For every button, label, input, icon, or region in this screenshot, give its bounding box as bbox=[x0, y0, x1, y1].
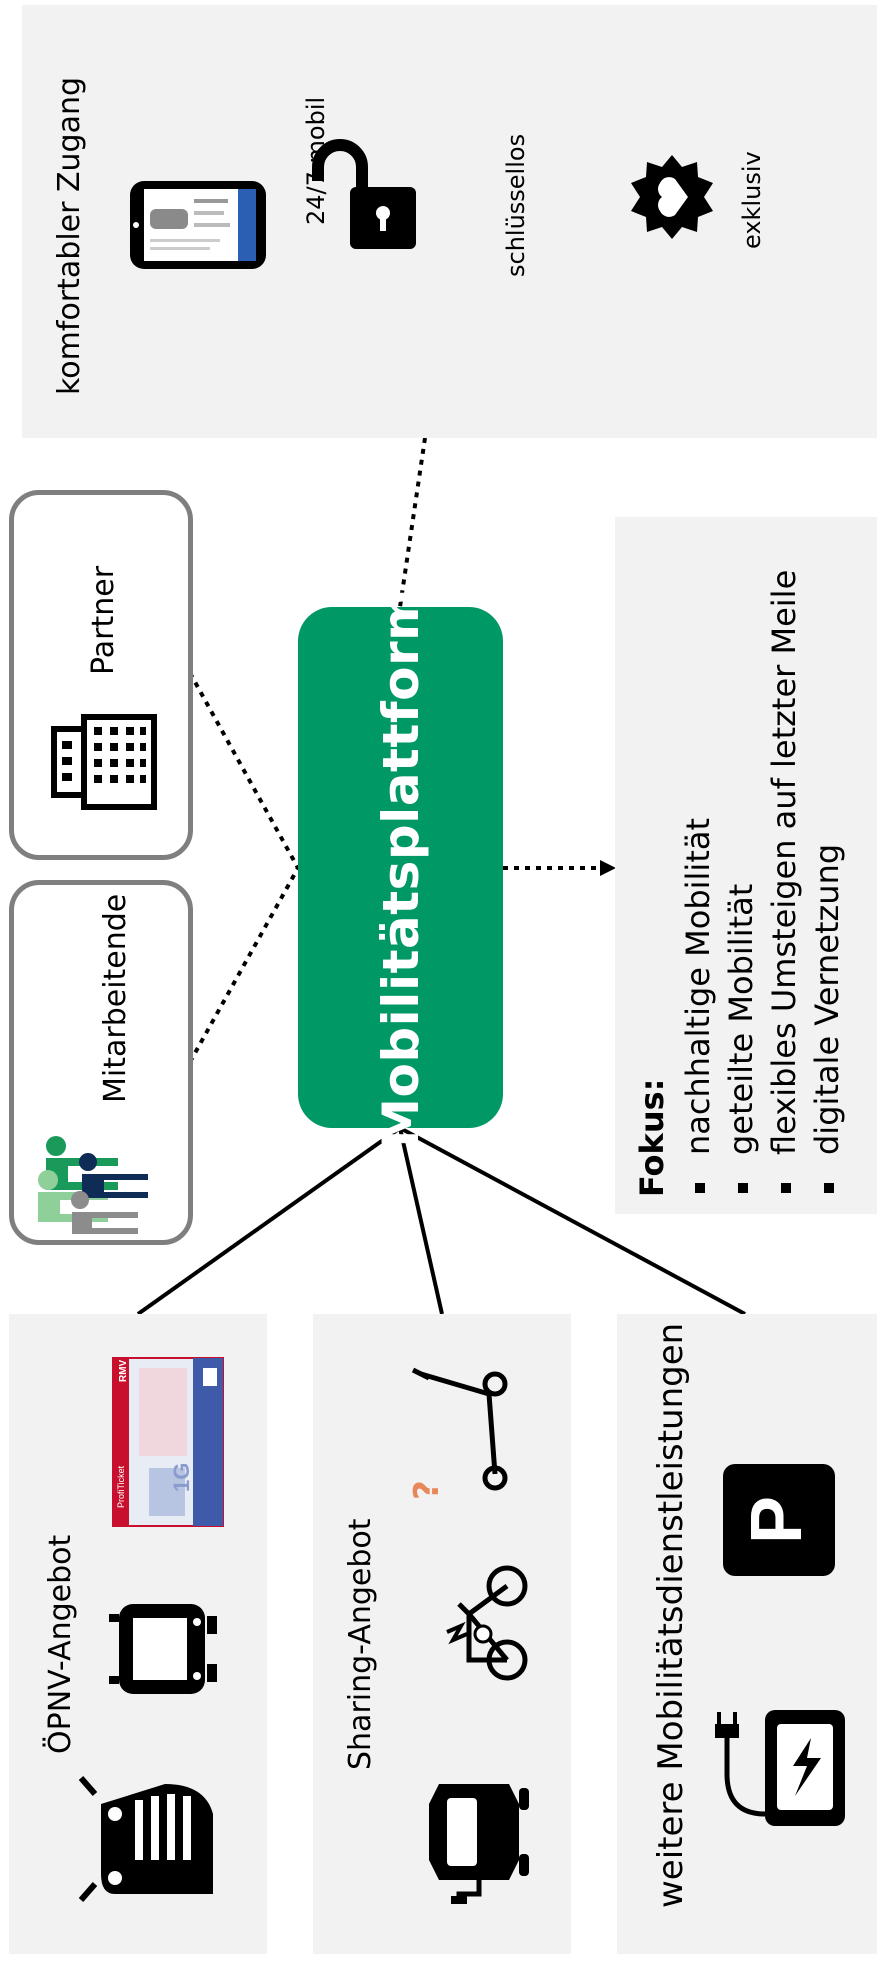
dotted-line-employees bbox=[188, 867, 300, 1063]
bus-icon bbox=[109, 1604, 217, 1694]
partner-box: Partner bbox=[9, 490, 193, 860]
train-icon bbox=[78, 1776, 213, 1902]
electric-car-icon bbox=[429, 1784, 529, 1904]
open-padlock-icon bbox=[312, 139, 416, 249]
ticket-badge-text: 1G bbox=[169, 1463, 194, 1492]
employees-label: Mitarbeitende bbox=[98, 893, 133, 1103]
smartphone-app-icon bbox=[130, 181, 266, 269]
parking-icon: P bbox=[723, 1464, 835, 1576]
further-services-title: weitere Mobilitätsdienstleistungen bbox=[651, 1322, 691, 1908]
dotted-line-partner bbox=[188, 672, 300, 869]
focus-list: Fokus: nachhaltige Mobilität geteilte Mo… bbox=[633, 570, 849, 1197]
parking-letter: P bbox=[737, 1496, 817, 1544]
heart-badge-icon bbox=[631, 155, 713, 239]
bullet-icon bbox=[781, 1183, 791, 1193]
ticket-header-text: ProfiTicket bbox=[116, 1465, 126, 1508]
transit-ticket-icon: 1G ProfiTicket RMV bbox=[112, 1357, 224, 1527]
access-item-label: schlüssellos bbox=[502, 133, 530, 277]
sharing-panel: Sharing-Angebot ? bbox=[313, 1314, 571, 1954]
access-item-label: exklusiv bbox=[738, 151, 766, 249]
employees-box: Mitarbeitende bbox=[9, 880, 193, 1245]
line-further bbox=[399, 1126, 746, 1316]
bullet-icon bbox=[824, 1183, 834, 1193]
focus-item: flexibles Umsteigen auf letzter Meile bbox=[763, 570, 806, 1197]
mobility-platform-label: Mobilitätsplattform bbox=[371, 587, 430, 1148]
e-scooter-icon bbox=[411, 1367, 508, 1491]
dotted-line-top-panel bbox=[398, 437, 427, 608]
focus-item: nachhaltige Mobilität bbox=[677, 570, 720, 1197]
office-building-icon bbox=[51, 714, 157, 810]
bullet-icon bbox=[738, 1183, 748, 1193]
oepnv-title: ÖPNV-Angebot bbox=[43, 1534, 78, 1754]
ticket-brand-text: RMV bbox=[118, 1359, 129, 1382]
partner-label: Partner bbox=[86, 565, 121, 675]
arrow-head-icon bbox=[600, 860, 616, 876]
sharing-title: Sharing-Angebot bbox=[343, 1518, 378, 1770]
focus-heading: Fokus: bbox=[633, 1078, 671, 1197]
access-panel-title: komfortabler Zugang bbox=[52, 76, 87, 395]
charging-station-icon bbox=[715, 1710, 845, 1826]
focus-item: digitale Vernetzung bbox=[806, 570, 849, 1197]
line-sharing bbox=[398, 1127, 444, 1315]
access-panel: komfortabler Zugang 24/7 mobil schlüssel… bbox=[22, 5, 877, 438]
e-bike-icon bbox=[446, 1565, 528, 1681]
people-group-icon bbox=[38, 1136, 148, 1234]
bullet-icon bbox=[695, 1183, 705, 1193]
focus-item: geteilte Mobilität bbox=[720, 570, 763, 1197]
oepnv-panel: ÖPNV-Angebot 1G ProfiTicket RMV bbox=[9, 1314, 267, 1954]
mobility-platform-node: Mobilitätsplattform bbox=[298, 588, 503, 1147]
focus-box: Fokus: nachhaltige Mobilität geteilte Mo… bbox=[615, 517, 877, 1214]
further-services-panel: weitere Mobilitätsdienstleistungen P bbox=[617, 1314, 877, 1954]
line-oepnv bbox=[136, 1126, 402, 1316]
